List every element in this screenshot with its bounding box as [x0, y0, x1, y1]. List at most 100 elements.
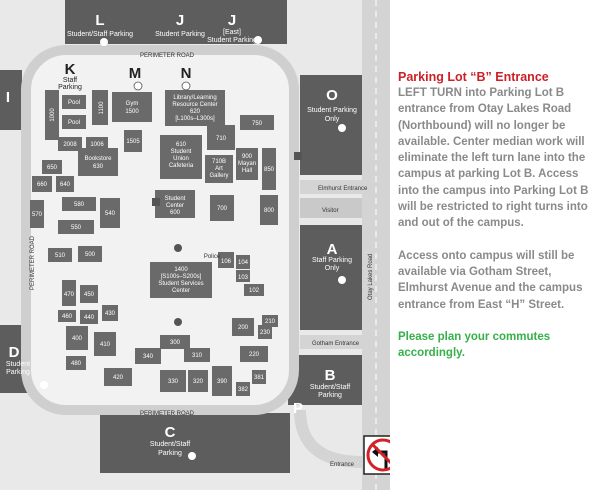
- label-210: 210: [265, 319, 276, 325]
- accessible-parking-icon: [100, 38, 108, 46]
- label-480: 480: [71, 361, 82, 367]
- lot-i-area: [0, 70, 22, 130]
- label-660: 660: [37, 182, 48, 188]
- lot-j-letter: J: [176, 12, 184, 29]
- lot-a-desc1: Staff Parking: [312, 257, 352, 264]
- building-gym: [112, 92, 152, 122]
- label-bookstore-2: 630: [93, 164, 104, 170]
- label-2008: 2008: [63, 142, 77, 148]
- label-center-3: 600: [170, 210, 181, 216]
- no-left-turn-sign-icon: [363, 435, 390, 475]
- notice-title: Parking Lot “B” Entrance: [398, 70, 549, 84]
- building-800: [260, 195, 278, 225]
- lot-c-letter: C: [165, 424, 176, 441]
- building-1505: [124, 130, 142, 152]
- label-center-2: Center: [166, 203, 184, 209]
- accessible-parking-icon: [338, 276, 346, 284]
- lot-visitor-label: Visitor: [322, 208, 339, 214]
- building-700: [210, 195, 234, 221]
- building-104: [236, 255, 250, 269]
- label-art-1: 710B: [212, 159, 226, 165]
- label-mayan-1: 900: [242, 154, 253, 160]
- label-650: 650: [47, 165, 58, 171]
- label-center-1: Student: [165, 196, 186, 202]
- label-450: 450: [84, 292, 95, 298]
- label-art-2: Art: [215, 166, 223, 172]
- building-210: [262, 315, 278, 327]
- lot-d-letter: D: [9, 344, 20, 361]
- label-services-2: [S100s–S200s]: [161, 274, 202, 280]
- building-450: [80, 285, 98, 303]
- lot-o-area: [300, 75, 362, 175]
- road-label-perimeter-top: PERIMETER ROAD: [140, 53, 195, 59]
- road-label-otay-lakes: Otay Lakes Road: [368, 254, 374, 300]
- lot-a-area: [300, 225, 362, 330]
- bike-rack-icon: [174, 244, 182, 252]
- lot-b-desc1: Student/Staff: [310, 384, 350, 391]
- parking-p-icon: [294, 152, 302, 160]
- notice-panel: Parking Lot “B” Entrance LEFT TURN into …: [398, 70, 600, 361]
- building-300: [160, 335, 190, 349]
- label-230: 230: [260, 330, 271, 336]
- label-services-3: Student Services: [158, 281, 203, 287]
- label-gym-num: 1500: [125, 109, 139, 115]
- label-640: 640: [60, 182, 71, 188]
- bike-rack-icon: [40, 381, 48, 389]
- label-library-2: Resource Center: [172, 102, 217, 108]
- building-art-gallery: [205, 155, 233, 183]
- label-200: 200: [238, 325, 249, 331]
- label-570: 570: [32, 212, 43, 218]
- road-label-gotham: Gotham Entrance: [312, 341, 360, 347]
- building-230: [258, 325, 272, 339]
- building-320: [188, 370, 208, 392]
- label-mayan-2: Mayan: [238, 161, 256, 167]
- lot-b-letter: B: [325, 367, 336, 384]
- label-gym: Gym: [126, 101, 139, 107]
- lot-c-desc1: Student/Staff: [150, 441, 190, 448]
- label-580: 580: [74, 202, 85, 208]
- building-510: [48, 248, 72, 262]
- lot-k-letter: K: [65, 61, 76, 78]
- bike-rack-icon: [254, 36, 262, 44]
- buildings: [30, 90, 278, 396]
- label-mayan-3: Hall: [242, 168, 252, 174]
- label-440: 440: [84, 315, 95, 321]
- lot-c-desc2: Parking: [158, 450, 182, 457]
- label-pool-2: Pool: [68, 120, 80, 126]
- building-580: [62, 197, 96, 211]
- lot-a-letter: A: [327, 241, 338, 258]
- label-430: 430: [105, 311, 116, 317]
- label-310: 310: [192, 353, 203, 359]
- building-pool-1: [62, 95, 86, 109]
- building-500: [78, 246, 102, 262]
- label-220: 220: [249, 352, 260, 358]
- label-1100: 1100: [99, 101, 105, 115]
- lot-k-desc2: Parking: [58, 84, 82, 91]
- lot-l-letter: L: [95, 12, 104, 29]
- label-102: 102: [249, 288, 260, 294]
- lot-i-letter: I: [6, 89, 10, 106]
- building-2008: [58, 137, 82, 151]
- building-1000: [45, 90, 59, 140]
- label-union-3: Union: [173, 156, 189, 162]
- accessible-parking-icon: [188, 452, 196, 460]
- label-510: 510: [55, 253, 66, 259]
- building-710: [207, 125, 235, 150]
- label-700: 700: [217, 206, 228, 212]
- label-710: 710: [216, 136, 227, 142]
- label-1505: 1505: [126, 139, 140, 145]
- building-pool-2: [62, 115, 86, 129]
- first-aid-icon: [152, 198, 160, 206]
- label-390: 390: [217, 379, 228, 385]
- building-640: [56, 176, 74, 192]
- building-student-union: [160, 135, 202, 179]
- lot-a-desc2: Only: [325, 265, 340, 272]
- road-label-perimeter-left: PERIMETER ROAD: [30, 235, 36, 290]
- building-student-center: [155, 190, 195, 218]
- lot-k-desc1: Staff: [63, 77, 77, 84]
- building-440: [80, 310, 98, 324]
- label-bookstore-1: Bookstore: [84, 156, 112, 162]
- label-381: 381: [254, 375, 265, 381]
- lot-n-letter: N: [181, 65, 192, 82]
- building-103: [236, 270, 250, 282]
